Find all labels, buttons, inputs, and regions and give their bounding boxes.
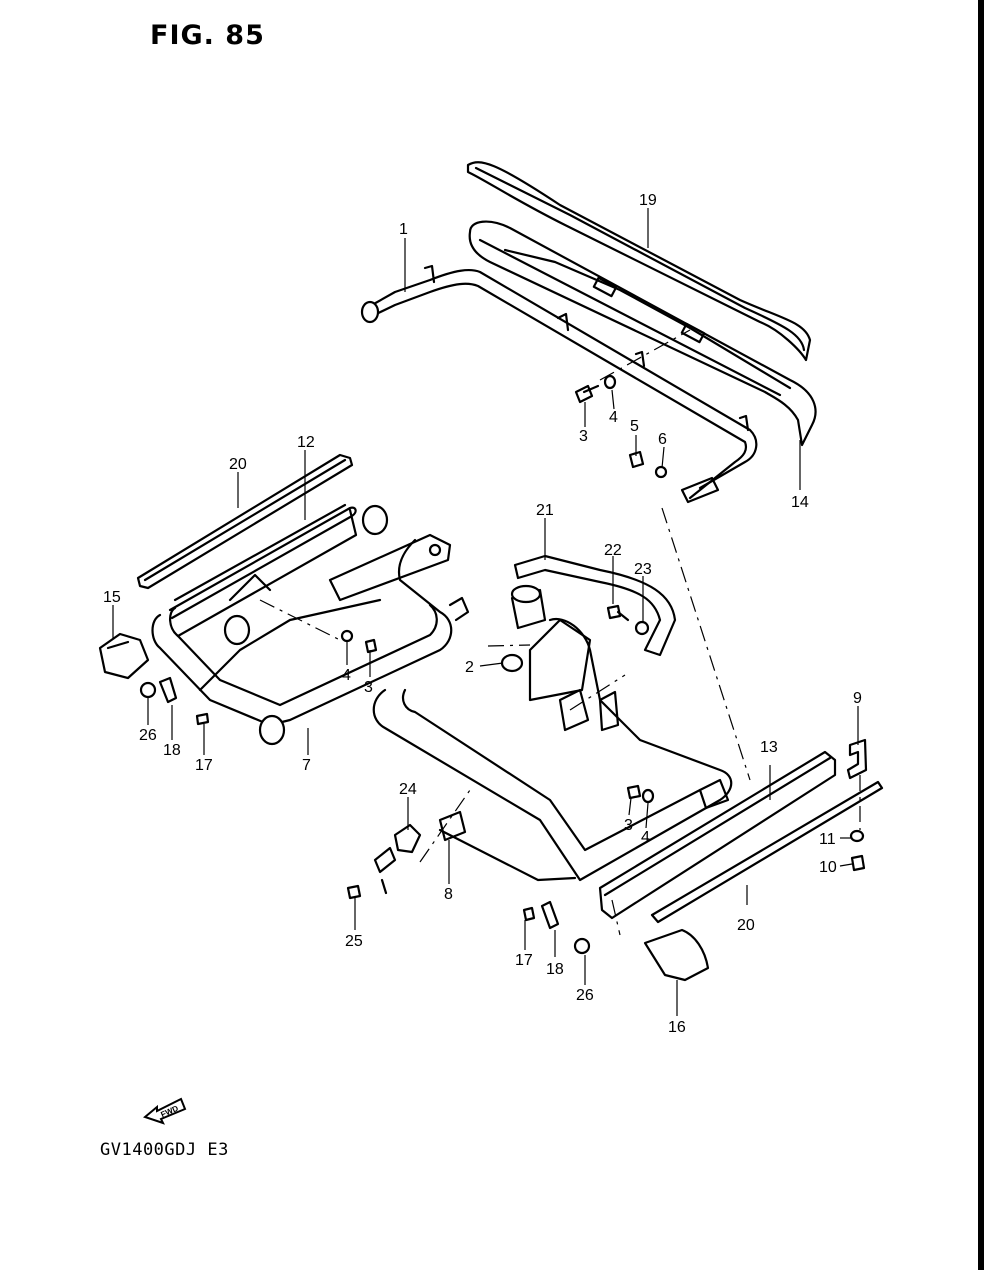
callout-13: 13 [760, 739, 778, 756]
callout-8: 8 [444, 886, 453, 903]
hardware [139, 374, 866, 955]
callout-4: 4 [641, 829, 650, 846]
part-15-cap [98, 632, 150, 680]
callout-4: 4 [342, 667, 351, 684]
part-19-rail [466, 161, 812, 362]
callout-20: 20 [229, 456, 247, 473]
callout-26: 26 [576, 987, 594, 1004]
callout-20: 20 [737, 917, 755, 934]
part-2-plug [500, 653, 524, 673]
callout-17: 17 [195, 757, 213, 774]
part-12-rail [168, 503, 358, 638]
callout-12: 12 [297, 434, 315, 451]
callout-24: 24 [399, 781, 417, 798]
callout-19: 19 [639, 192, 657, 209]
callout-14: 14 [791, 494, 809, 511]
callout-labels: 1 2 3 3 3 4 4 4 5 6 7 8 9 10 11 12 13 14… [103, 192, 862, 1036]
part-1-frame [360, 264, 758, 504]
callout-25: 25 [345, 933, 363, 950]
alignment-lines [259, 329, 861, 936]
part-8-frame [372, 584, 733, 882]
callout-18: 18 [163, 742, 181, 759]
callout-1: 1 [399, 221, 408, 238]
leaders [112, 208, 859, 1016]
callout-17: 17 [515, 952, 533, 969]
fwd-label: FWD [159, 1104, 180, 1120]
callout-26: 26 [139, 727, 157, 744]
callout-6: 6 [658, 431, 667, 448]
callout-3: 3 [364, 679, 373, 696]
part-14-guard [468, 220, 817, 447]
callout-21: 21 [536, 502, 554, 519]
callout-2: 2 [465, 659, 474, 676]
callout-4: 4 [609, 409, 618, 426]
callout-3: 3 [624, 817, 633, 834]
callout-15: 15 [103, 589, 121, 606]
fwd-arrow-icon: FWD [143, 1097, 187, 1125]
callout-5: 5 [630, 418, 639, 435]
callout-10: 10 [819, 859, 837, 876]
part-21-bracket [513, 554, 677, 657]
callout-23: 23 [634, 561, 652, 578]
callout-22: 22 [604, 542, 622, 559]
part-7-frame [151, 504, 470, 746]
part-16-endcap [643, 928, 710, 982]
figure-title: FIG. 85 [150, 20, 265, 51]
part-13-rail [598, 750, 837, 920]
part-20-strip-right [650, 780, 884, 924]
part-24-latch [373, 823, 422, 895]
callout-3: 3 [579, 428, 588, 445]
callout-7: 7 [302, 757, 311, 774]
page-edge-strip [984, 0, 1000, 1270]
callout-9: 9 [853, 690, 862, 707]
part-9-clip [846, 738, 868, 780]
model-code: GV1400GDJ E3 [100, 1140, 229, 1160]
callout-16: 16 [668, 1019, 686, 1036]
part-20-strip-left [136, 453, 354, 590]
callout-11: 11 [819, 831, 836, 848]
callout-18: 18 [546, 961, 564, 978]
